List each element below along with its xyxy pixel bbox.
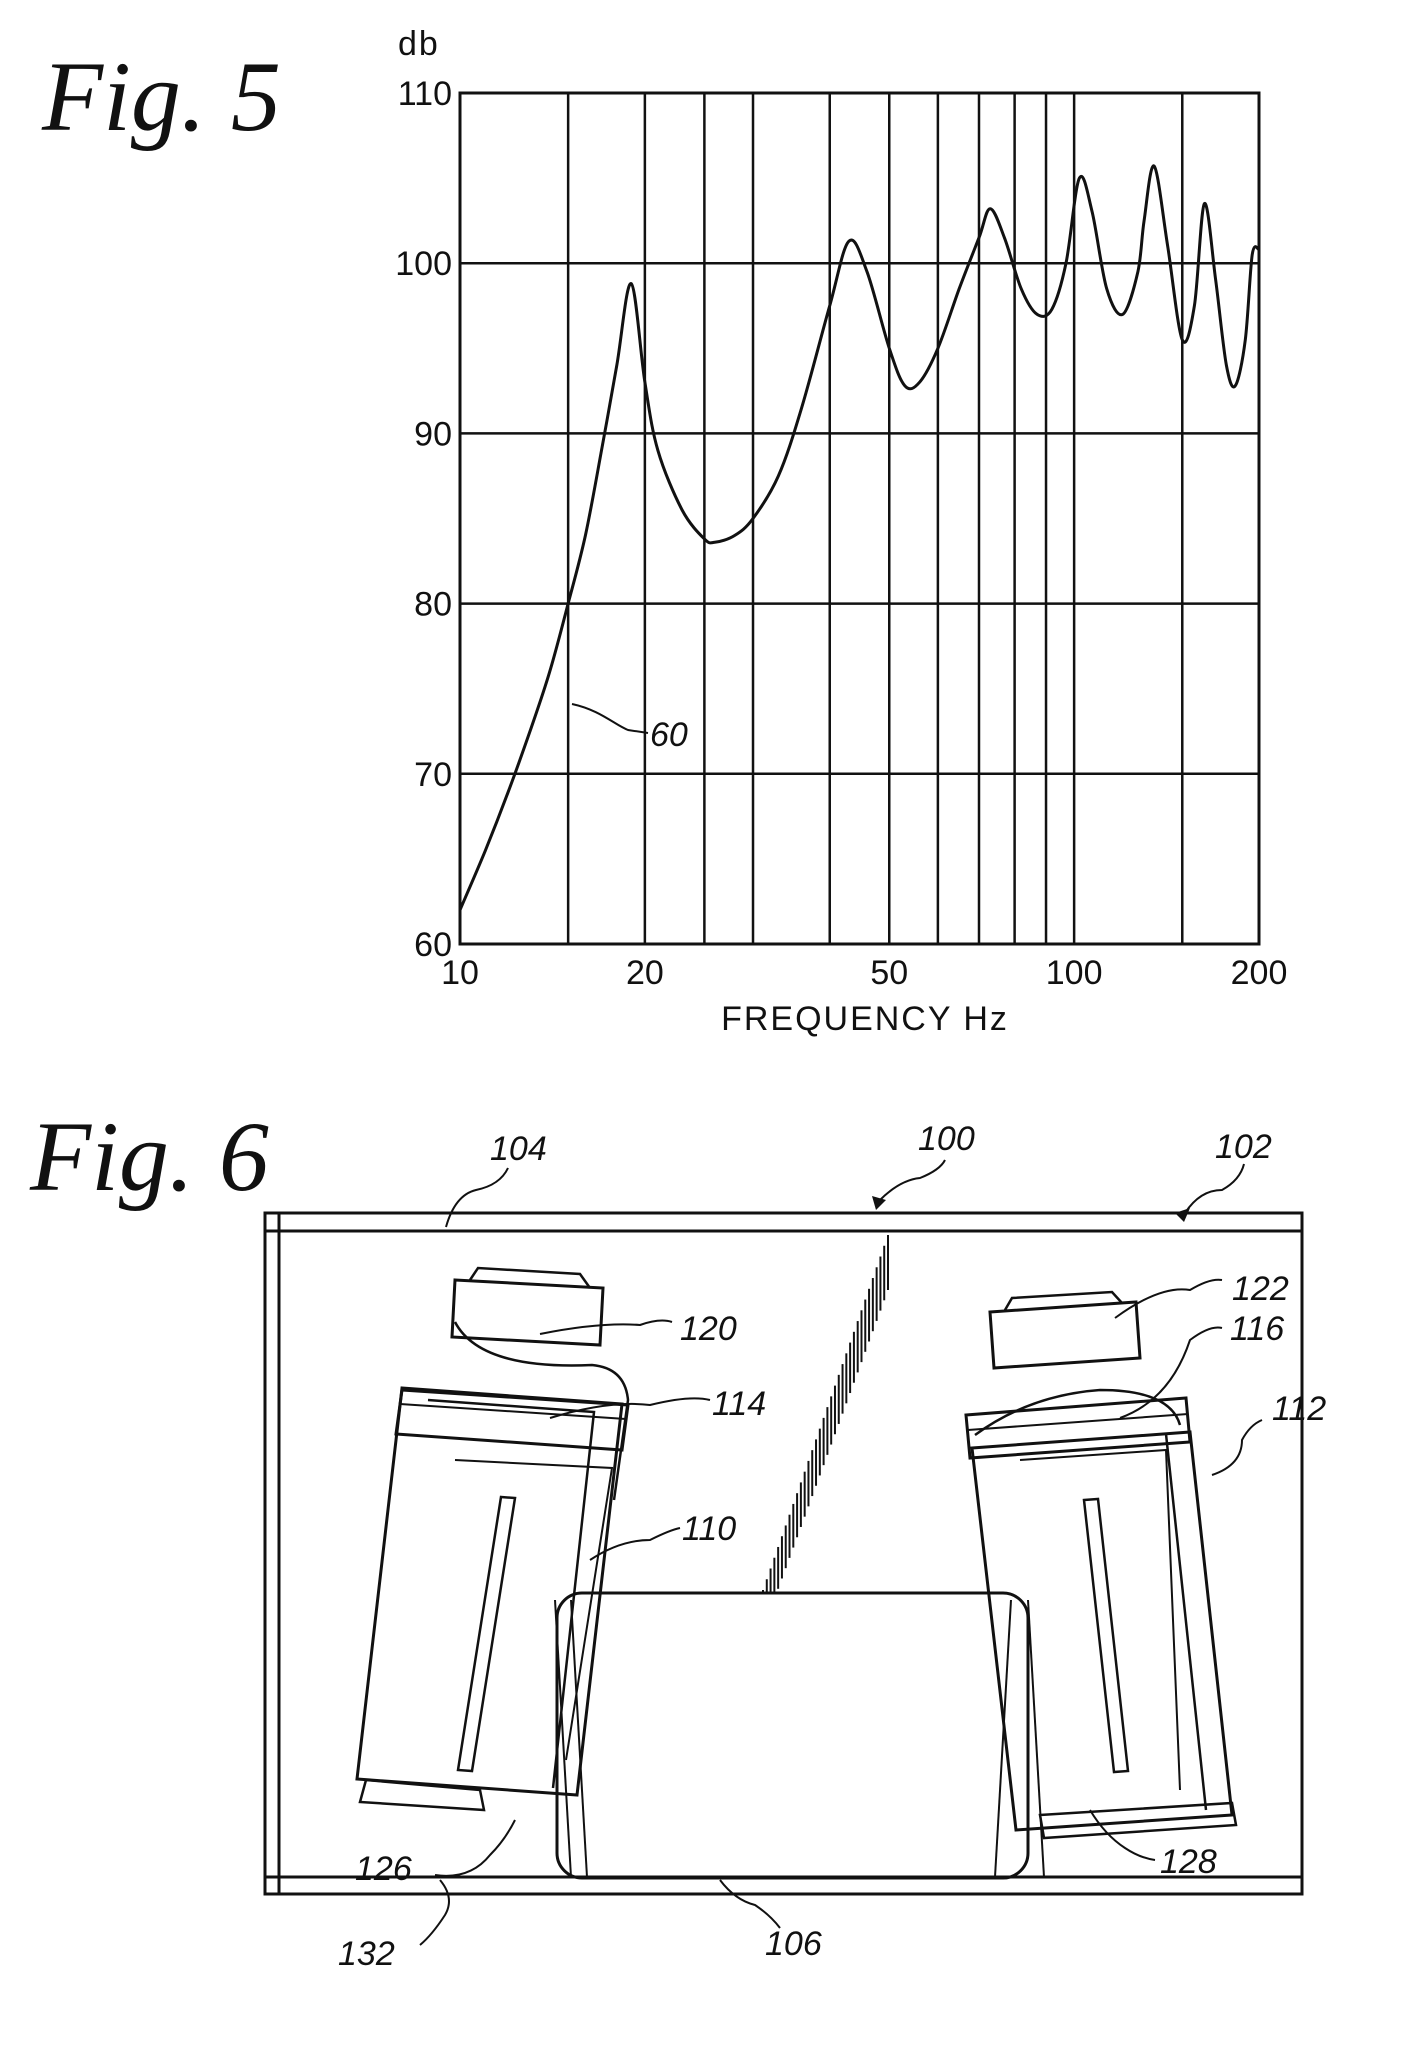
x-tick-labels: 10 20 50 100 200 [441, 954, 1287, 992]
right-driver-magnet [988, 1300, 1142, 1370]
curve-leader-line [571, 703, 649, 734]
left-driver-slot [456, 1495, 517, 1773]
left-driver [355, 1266, 630, 1812]
leader-112 [1211, 1419, 1263, 1476]
ref-116: 116 [1230, 1310, 1284, 1348]
leader-104 [445, 1167, 509, 1228]
enclosure-diagram: 104 100 102 122 116 112 120 114 110 126 … [263, 1120, 1326, 1973]
left-driver-magnet [450, 1278, 605, 1347]
response-curve [458, 164, 1261, 911]
ref-106: 106 [765, 1925, 822, 1963]
leader-122 [1114, 1278, 1223, 1319]
y-tick-label: 70 [414, 756, 452, 794]
left-driver-gasket [394, 1388, 630, 1452]
left-chamber-wall [554, 1599, 572, 1878]
x-tick-label: 200 [1231, 954, 1288, 992]
ref-132: 132 [338, 1935, 395, 1973]
y-tick-label: 110 [398, 75, 452, 113]
leader-126 [434, 1819, 516, 1877]
ref-122: 122 [1232, 1270, 1289, 1308]
central-chamber [555, 1591, 1030, 1880]
x-tick-label: 10 [441, 954, 479, 992]
fig5-label: Fig. 5 [41, 41, 281, 152]
leader-102 [1184, 1163, 1245, 1214]
curve-ref-label: 60 [650, 716, 688, 754]
right-driver-gasket [964, 1396, 1192, 1460]
leader-128 [1089, 1809, 1156, 1861]
enclosure-cabinet [263, 1211, 1304, 1896]
y-tick-label: 60 [414, 926, 452, 964]
ref-120: 120 [680, 1310, 737, 1348]
right-driver-magnet-cap [1003, 1290, 1123, 1311]
ref-100: 100 [918, 1120, 975, 1158]
ref-110: 110 [682, 1510, 736, 1548]
left-chamber-wall-inner [570, 1599, 588, 1878]
left-gasket-line [399, 1403, 627, 1420]
ref-102: 102 [1215, 1128, 1272, 1166]
right-driver [964, 1290, 1238, 1840]
y-tick-label: 90 [414, 415, 452, 453]
left-driver-base [358, 1778, 486, 1812]
leader-132 [419, 1879, 450, 1946]
right-driver-port [1019, 1448, 1181, 1791]
left-driver-inner-wall [427, 1398, 596, 1789]
x-tick-label: 20 [626, 954, 664, 992]
right-chamber-wall-inner [994, 1599, 1012, 1878]
ref-104: 104 [490, 1130, 547, 1168]
ref-126: 126 [355, 1850, 412, 1888]
ref-128: 128 [1160, 1843, 1217, 1881]
right-driver-cone [974, 1388, 1182, 1437]
x-axis-label: FREQUENCY Hz [721, 1000, 1009, 1038]
leader-106 [719, 1879, 781, 1929]
y-tick-label: 80 [414, 586, 452, 624]
leader-100 [879, 1159, 946, 1201]
arrow-100 [872, 1196, 886, 1210]
leader-116 [1119, 1326, 1223, 1419]
right-gasket-line [967, 1413, 1189, 1431]
left-driver-port [454, 1459, 614, 1761]
right-driver-basket [970, 1430, 1234, 1832]
frequency-response-chart: 10 20 50 100 200 60 70 80 90 100 110 db FREQUENCY… [395, 25, 1287, 1038]
ref-112: 112 [1272, 1390, 1326, 1428]
vertical-gridlines [566, 93, 1261, 944]
leader-114 [549, 1397, 711, 1419]
right-driver-base [1038, 1801, 1238, 1840]
horizontal-gridlines [460, 91, 1259, 946]
right-driver-inner-wall [1164, 1433, 1208, 1811]
right-chamber-wall [1027, 1599, 1045, 1878]
hatched-partition [762, 1235, 889, 1593]
x-tick-label: 100 [1046, 954, 1103, 992]
y-axis-label: db [398, 25, 440, 63]
x-tick-label: 50 [870, 954, 908, 992]
right-driver-slot [1082, 1497, 1130, 1774]
ref-114: 114 [712, 1385, 766, 1423]
fig6-label: Fig. 6 [29, 1101, 269, 1212]
leader-110 [589, 1527, 681, 1561]
left-driver-cone [453, 1321, 630, 1501]
arrow-102 [1175, 1208, 1190, 1222]
y-tick-label: 100 [395, 245, 452, 283]
left-driver-magnet-cap [468, 1266, 592, 1289]
y-tick-labels: 60 70 80 90 100 110 [395, 75, 452, 964]
leader-120 [539, 1319, 673, 1335]
plot-frame [458, 91, 1261, 946]
